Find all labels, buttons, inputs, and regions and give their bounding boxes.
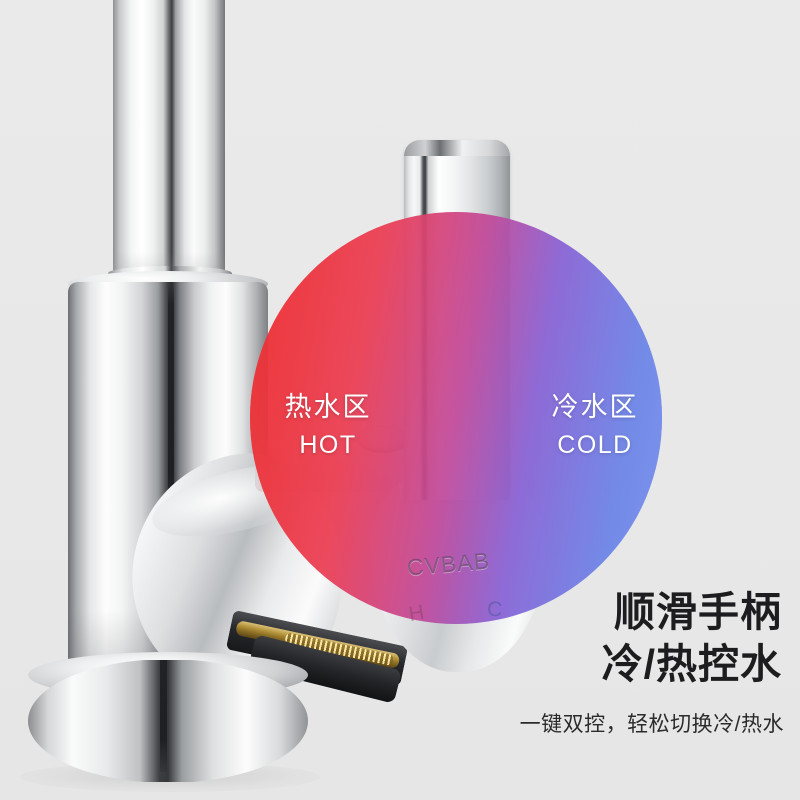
- cold-zone-label-cn: 冷水区: [551, 392, 639, 422]
- hot-zone-label-en: HOT: [299, 430, 357, 459]
- faucet-handle-top-edge: [404, 140, 510, 156]
- faucet-base-plate: [28, 660, 308, 782]
- faucet-base-seam: [160, 660, 167, 772]
- cold-zone-label: 冷水区 COLD: [525, 392, 665, 460]
- feature-subline: 一键双控，轻松切换冷/热水: [519, 713, 784, 736]
- faucet-body-seam: [168, 284, 174, 546]
- feature-headline-line1: 顺滑手柄: [614, 589, 782, 635]
- hot-zone-label: 热水区 HOT: [258, 392, 398, 460]
- hot-cold-zone-ring: [250, 212, 662, 624]
- feature-headline-line2: 冷/热控水: [601, 641, 782, 688]
- hot-zone-label-cn: 热水区: [284, 392, 372, 422]
- cold-zone-label-en: COLD: [557, 430, 633, 459]
- faucet-spout-tube: [113, 0, 225, 294]
- feature-headline: 顺滑手柄 冷/热控水: [602, 586, 782, 691]
- cold-marker-engraving: C: [486, 597, 503, 622]
